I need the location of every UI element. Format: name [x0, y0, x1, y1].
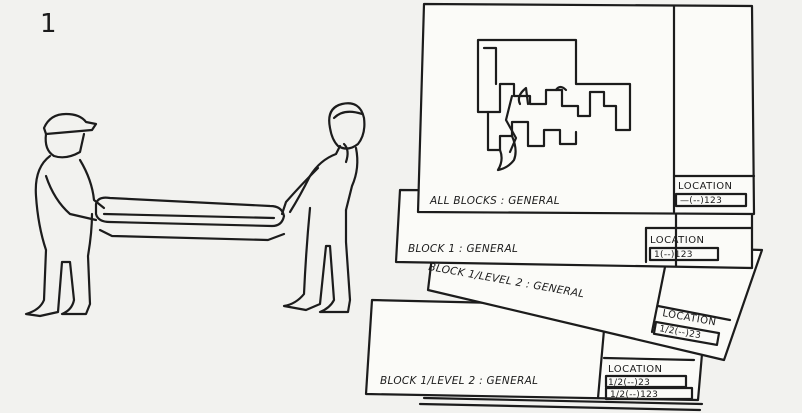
sheet2-location-label: LOCATION — [650, 235, 705, 246]
sheet1-location-label: LOCATION — [678, 181, 733, 192]
floor-plan-sketch — [476, 38, 632, 172]
sheet-block1-level2: LOCATION 1/2(--)23 BLOCK 1/LEVEL 2 : GEN… — [426, 238, 764, 362]
stretcher — [94, 196, 286, 242]
sheet2-caption: BLOCK 1 : GENERAL — [408, 243, 518, 255]
sheet4-location-code-2: 1/2(--)123 — [610, 390, 658, 400]
left-person-figure — [24, 112, 106, 318]
figure-number: 1 — [40, 9, 57, 39]
right-person-figure — [280, 102, 366, 314]
sheet1-caption: ALL BLOCKS : GENERAL — [429, 195, 560, 207]
sheet4-location-label: LOCATION — [608, 364, 663, 375]
sheet-stack: LOCATION 1/2(--)23 1/2(--)123 BLOCK 1/LE… — [364, 2, 764, 412]
sheet1-location-code: —(--)123 — [680, 196, 722, 206]
sheet2-location-code: 1(--)123 — [654, 250, 693, 260]
sheet-all-blocks: LOCATION —(--)123 ALL BLOCKS : GENERAL — [416, 2, 756, 216]
sheet4-caption: BLOCK 1/LEVEL 2 : GENERAL — [380, 375, 538, 387]
sheet4-location-code: 1/2(--)23 — [608, 378, 650, 388]
